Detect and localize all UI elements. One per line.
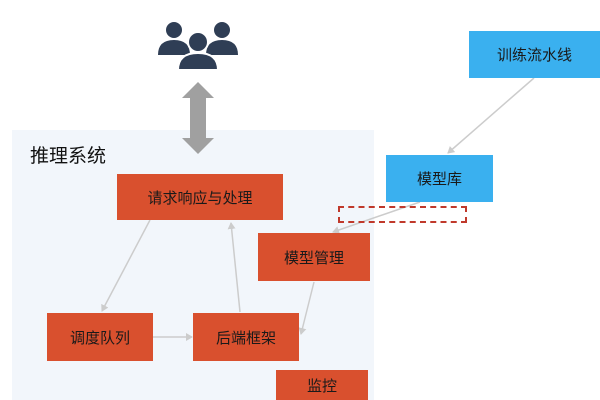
inference-system-title: 推理系统 [30, 145, 107, 167]
connector-model-mgmt-to-backend [298, 281, 315, 335]
connector-backend-to-request [227, 222, 241, 313]
double-arrow-icon [182, 82, 214, 154]
model-management-node: 模型管理 [258, 233, 370, 281]
scheduler-queue-node: 调度队列 [47, 313, 153, 361]
connector-request-to-scheduler [101, 219, 151, 312]
model-repository-node: 模型库 [386, 155, 493, 202]
dashed-highlight [338, 206, 467, 223]
connector-pipeline-to-repo [447, 77, 535, 154]
monitor-node: 监控 [276, 370, 368, 400]
backend-framework-node: 后端框架 [193, 313, 299, 361]
users-icon [158, 22, 238, 71]
training-pipeline-node: 训练流水线 [469, 31, 600, 78]
request-response-node: 请求响应与处理 [117, 174, 283, 220]
